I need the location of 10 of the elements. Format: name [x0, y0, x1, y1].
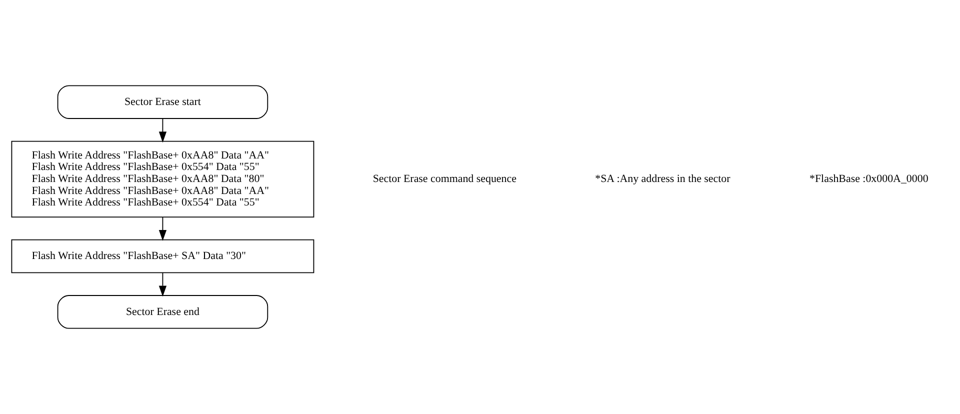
arrow	[158, 216, 167, 241]
arrow	[158, 118, 167, 143]
label: *FlashBase :0x000A_0000	[810, 173, 928, 185]
node-box: Sector Erase end	[57, 295, 268, 329]
node-box: Flash Write Address "FlashBase+ 0xAA8" Data "AA" Flash Write Address "FlashBase+ 0x554" Data "55" Flash Write Address "FlashBase+ 0xAA8" Data "80" Flash Write Address "FlashBase+ 0xAA8" Data "AA" Flash Write Address "FlashBase+ 0x554" Data "55"	[11, 140, 314, 218]
node-box: Sector Erase start	[57, 85, 268, 119]
label: *SA :Any address in the sector	[595, 173, 730, 185]
label: Sector Erase command sequence	[372, 173, 516, 185]
node-box: Flash Write Address "FlashBase+ SA" Data "30"	[11, 239, 314, 274]
arrow	[158, 272, 167, 297]
